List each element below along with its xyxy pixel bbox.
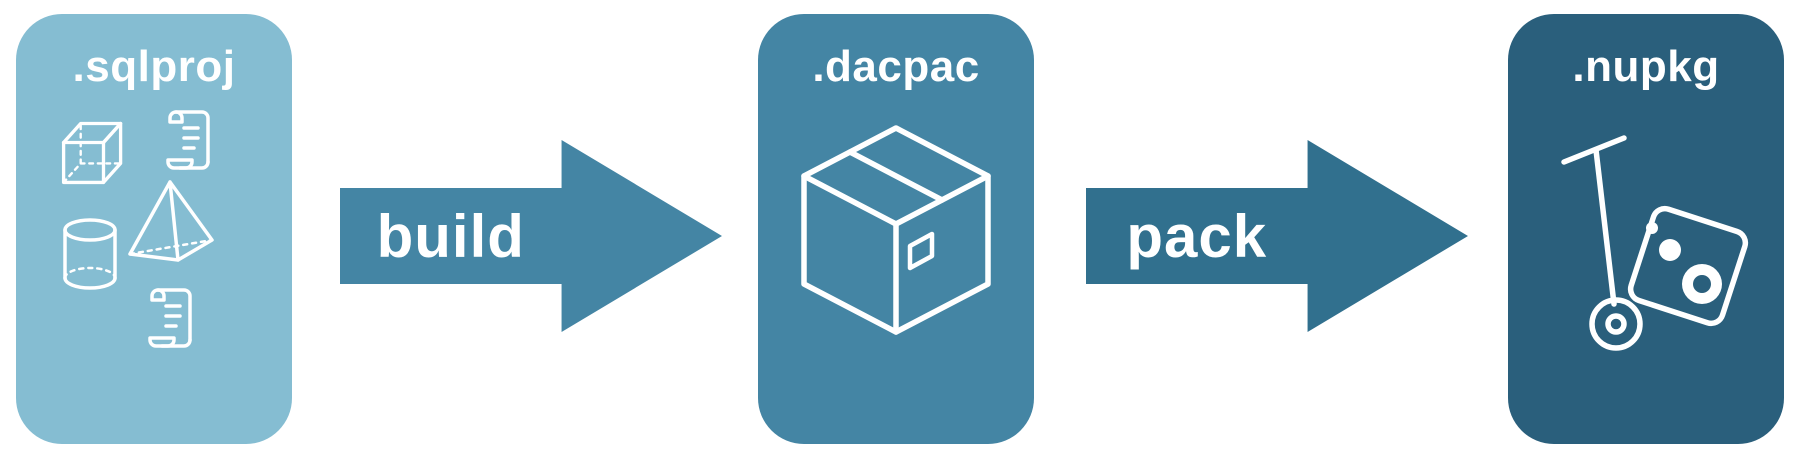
arrow-pack-label: pack: [1126, 202, 1268, 270]
node-nupkg-label: .nupkg: [1572, 42, 1720, 91]
node-dacpac-label: .dacpac: [812, 42, 980, 91]
pyramid-icon: [128, 180, 214, 262]
node-sqlproj: .sqlproj: [16, 14, 292, 444]
node-sqlproj-label: .sqlproj: [72, 42, 236, 91]
database-cylinder-icon: [63, 218, 117, 290]
hand-truck-nuget-package-icon: [1561, 135, 1749, 351]
sql-objects-icon-group: [46, 106, 262, 368]
script-scroll-icon: [166, 110, 210, 170]
arrow-build-label: build: [376, 202, 525, 270]
node-dacpac: .dacpac: [758, 14, 1034, 444]
node-nupkg: .nupkg: [1508, 14, 1784, 444]
package-box-icon: [801, 125, 991, 335]
script-scroll-icon: [148, 288, 192, 348]
arrow-pack: pack: [1086, 140, 1468, 332]
cube-icon: [61, 121, 123, 185]
arrow-build: build: [340, 140, 722, 332]
